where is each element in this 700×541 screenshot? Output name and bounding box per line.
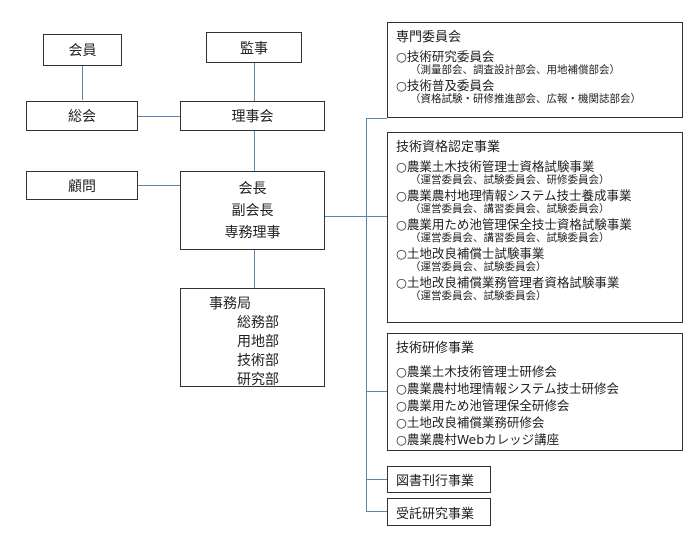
trunk-line — [366, 118, 367, 511]
certification-note: （運営委員会、試験委員会） — [410, 261, 547, 273]
advisor-box: 顧問 — [26, 171, 138, 200]
certification-note: （運営委員会、試験委員会） — [410, 290, 547, 302]
connector-executives-secretariat — [254, 250, 255, 288]
connector-executives-trunk — [325, 216, 366, 217]
department-technical: 技術部 — [237, 353, 279, 369]
branch-committees — [366, 118, 387, 119]
training-item: ○土地改良補償業務研修会 — [396, 415, 545, 430]
advisor-label: 顧問 — [68, 178, 96, 195]
connector-auditor-board — [254, 63, 255, 101]
connector-board-executives — [254, 131, 255, 171]
certification-item: ○農業農村地理情報システム技士養成事業 — [396, 188, 632, 203]
department-research: 研究部 — [237, 372, 279, 388]
training-panel: 技術研修事業 ○農業土木技術管理士研修会 ○農業農村地理情報システム技士研修会 … — [387, 333, 683, 451]
auditor-box: 監事 — [206, 32, 302, 63]
training-item: ○農業農村地理情報システム技士研修会 — [396, 381, 620, 396]
certification-item: ○土地改良補償士試験事業 — [396, 246, 545, 261]
department-general-affairs: 総務部 — [237, 315, 279, 331]
training-title: 技術研修事業 — [396, 341, 475, 356]
certification-title: 技術資格認定事業 — [396, 140, 501, 155]
committee-note: （資格試験・研修推進部会、広報・機関誌部会） — [410, 93, 641, 105]
secretariat-box: 事務局 総務部 用地部 技術部 研究部 — [180, 288, 325, 388]
auditor-label: 監事 — [240, 40, 268, 57]
connector-member-assembly — [82, 66, 83, 100]
committee-item: ○技術研究委員会 — [396, 49, 495, 64]
certification-note: （運営委員会、試験委員会、研修委員会） — [410, 174, 610, 186]
branch-training — [366, 391, 387, 392]
certification-note: （運営委員会、講習委員会、試験委員会） — [410, 232, 610, 244]
contract-research-box: 受託研究事業 — [387, 498, 491, 526]
general-assembly-box: 総会 — [26, 101, 138, 131]
certification-note: （運営委員会、講習委員会、試験委員会） — [410, 203, 610, 215]
committee-note: （測量部会、調査設計部会、用地補償部会） — [410, 64, 620, 76]
publishing-label: 図書刊行事業 — [396, 474, 475, 489]
executives-box: 会長 副会長 専務理事 — [180, 171, 325, 250]
certification-item: ○農業土木技術管理士資格試験事業 — [396, 159, 595, 174]
board-label: 理事会 — [231, 109, 274, 125]
committees-title: 専門委員会 — [396, 30, 462, 45]
branch-publishing — [366, 479, 387, 480]
vice-chairman-label: 副会長 — [231, 202, 274, 219]
training-item: ○農業土木技術管理士研修会 — [396, 364, 557, 379]
certification-panel: 技術資格認定事業 ○農業土木技術管理士資格試験事業 （運営委員会、試験委員会、研… — [387, 132, 683, 323]
publishing-box: 図書刊行事業 — [387, 466, 491, 493]
committees-panel: 専門委員会 ○技術研究委員会 （測量部会、調査設計部会、用地補償部会） ○技術普… — [387, 22, 683, 118]
committee-item: ○技術普及委員会 — [396, 78, 495, 93]
connector-advisor-executives — [138, 185, 180, 186]
connector-assembly-board — [138, 116, 180, 117]
department-land: 用地部 — [237, 334, 279, 350]
certification-item: ○農業用ため池管理保全技士資格試験事業 — [396, 217, 632, 232]
training-item: ○農業用ため池管理保全研修会 — [396, 398, 570, 413]
branch-certification — [366, 216, 387, 217]
member-box: 会員 — [43, 34, 122, 66]
chairman-label: 会長 — [238, 180, 267, 197]
contract-research-label: 受託研究事業 — [396, 506, 475, 522]
branch-contract-research — [366, 511, 387, 512]
general-assembly-label: 総会 — [68, 109, 96, 125]
secretariat-title: 事務局 — [209, 296, 251, 312]
member-label: 会員 — [68, 43, 97, 59]
certification-item: ○土地改良補償業務管理者資格試験事業 — [396, 275, 620, 290]
board-box: 理事会 — [180, 101, 325, 131]
training-item: ○農業農村Webカレッジ講座 — [396, 432, 560, 447]
executive-director-label: 専務理事 — [224, 224, 281, 241]
